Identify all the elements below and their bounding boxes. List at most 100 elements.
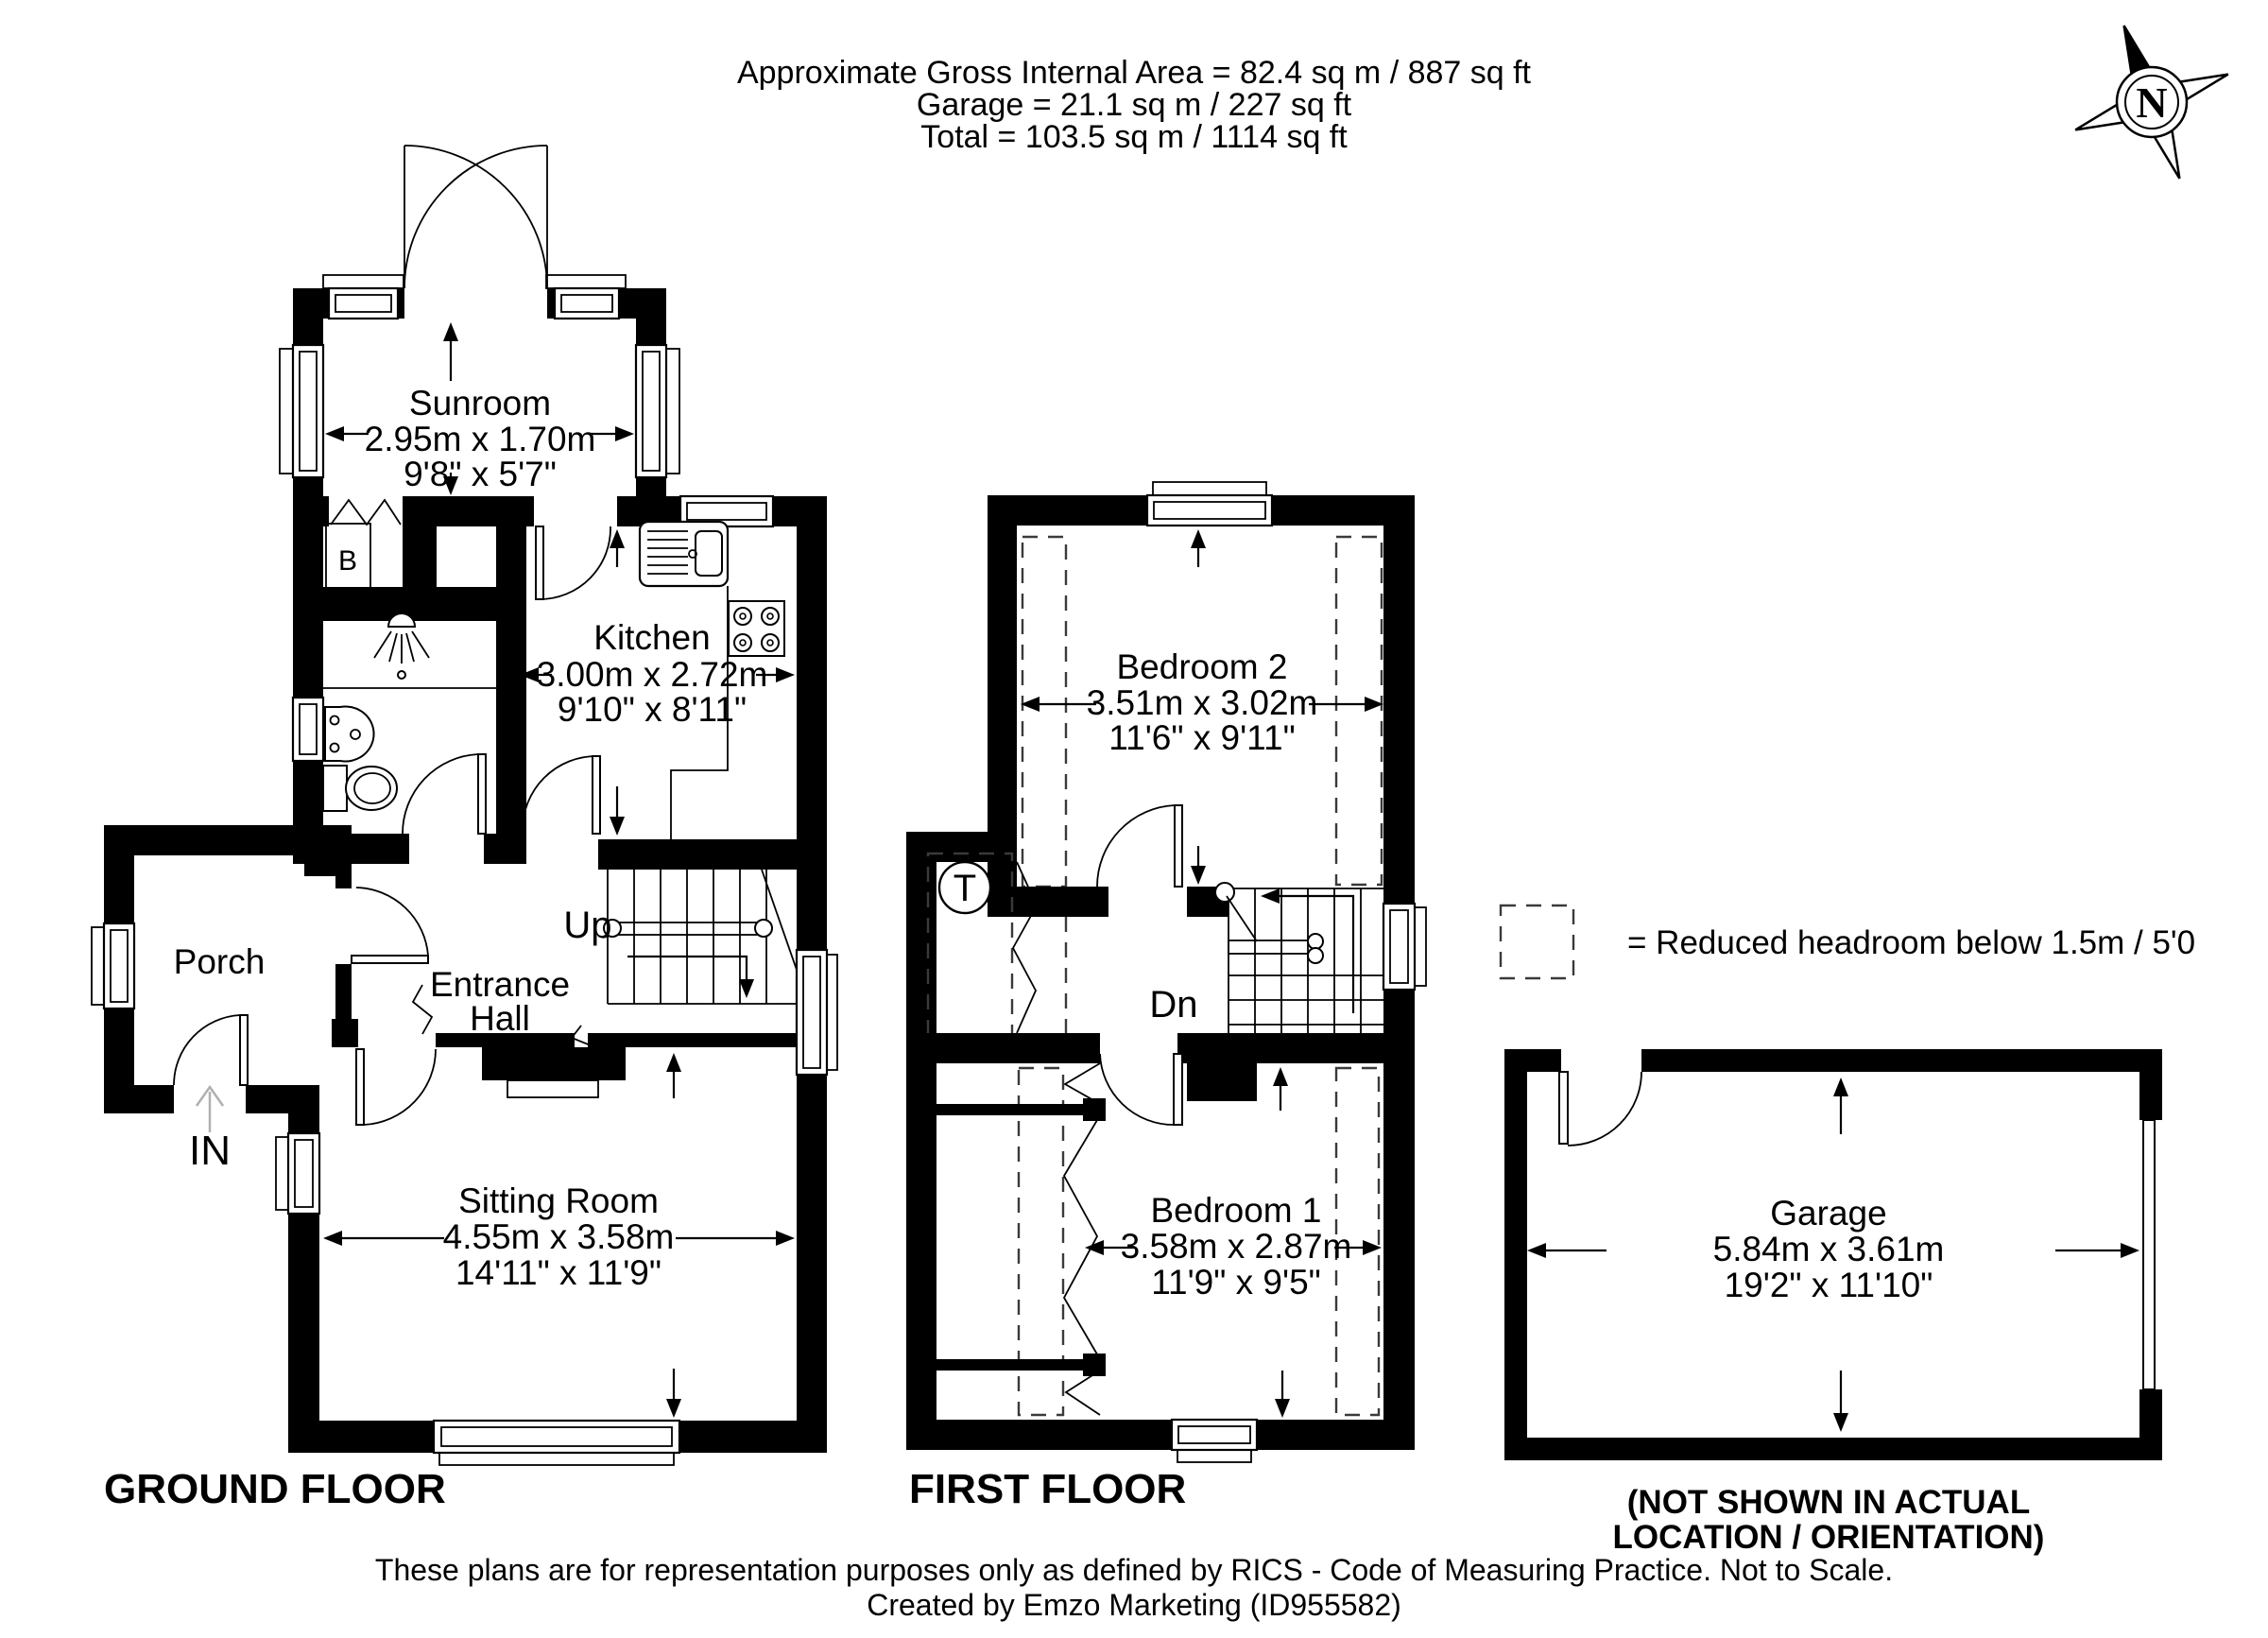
garage-note-line2: LOCATION / ORIENTATION) — [1613, 1519, 2045, 1556]
window-sill — [665, 348, 680, 474]
sunroom-metric: 2.95m x 1.70m — [365, 420, 596, 458]
wall — [936, 1104, 1100, 1115]
tank-circle — [937, 860, 992, 915]
window — [432, 1419, 681, 1455]
wall — [936, 1359, 1100, 1371]
window-sill — [1177, 1449, 1252, 1463]
window-sill — [1152, 481, 1267, 496]
first-floor-title: FIRST FLOOR — [909, 1466, 1186, 1512]
wall — [1083, 1098, 1106, 1121]
door-leaf — [351, 955, 429, 964]
kitchen-metric: 3.00m x 2.72m — [537, 655, 768, 694]
ground-floor-plan: Sunroom 2.95m x 1.70m 9'8" x 5'7" — [91, 145, 838, 1512]
boiler-box — [325, 523, 371, 596]
wall — [679, 1421, 827, 1453]
footer-line-2: Created by Emzo Marketing (ID955582) — [867, 1588, 1401, 1622]
wall — [304, 855, 352, 876]
bifold-door — [330, 498, 402, 526]
legend-swatch — [1499, 904, 1575, 980]
door-leaf — [1174, 804, 1183, 888]
reduced-headroom-area — [1021, 535, 1068, 888]
window — [102, 922, 136, 1010]
door-arc — [522, 755, 597, 831]
door-leaf — [239, 1014, 249, 1086]
door-arc — [173, 1014, 241, 1086]
garage-plan: Garage 5.84m x 3.61m 19'2" x 11'10" (NOT… — [1504, 1049, 2162, 1556]
legend: = Reduced headroom below 1.5m / 5'0 — [1499, 904, 2195, 980]
counter-edge — [670, 586, 729, 839]
window-sill — [91, 926, 105, 1006]
wall — [335, 964, 352, 1019]
kitchen-name: Kitchen — [593, 618, 710, 657]
wardrobe-door — [1064, 1370, 1101, 1416]
door-arc — [404, 145, 548, 289]
wall — [1187, 1063, 1257, 1101]
wall — [1083, 1354, 1106, 1376]
stairs-first — [1214, 882, 1383, 1033]
wall — [293, 496, 329, 526]
window — [327, 286, 400, 320]
wall — [104, 1085, 174, 1113]
window-sill — [438, 1452, 675, 1466]
wall — [906, 832, 936, 1063]
wall — [547, 288, 555, 319]
window — [1145, 493, 1274, 527]
wall — [288, 1085, 319, 1133]
ground-floor-title: GROUND FLOOR — [104, 1466, 446, 1512]
wall — [797, 1075, 827, 1421]
reduced-headroom-area — [1017, 1066, 1065, 1417]
header-line-2: Garage = 21.1 sq m / 227 sq ft — [917, 87, 1352, 123]
compass-north-label: N — [2136, 78, 2167, 127]
window — [553, 286, 621, 320]
door-leaf — [355, 1048, 365, 1126]
wall — [288, 1214, 319, 1421]
wall — [2139, 1049, 2162, 1120]
bedroom1-imperial: 11'9" x 9'5" — [1151, 1263, 1321, 1302]
door-arc — [355, 887, 429, 957]
garage-door — [2142, 1119, 2156, 1390]
wall — [1504, 1049, 1527, 1460]
door-arc — [402, 753, 479, 835]
wall — [797, 496, 827, 950]
wall — [104, 855, 134, 923]
wall — [293, 288, 329, 319]
door-arc — [539, 526, 611, 600]
wall — [398, 288, 404, 319]
door-arc — [1096, 804, 1176, 888]
door-arc — [404, 145, 548, 289]
wall — [288, 1421, 434, 1453]
wardrobe-door — [1063, 1062, 1101, 1105]
sitting-room-imperial: 14'11" x 11'9" — [455, 1253, 662, 1292]
door-arc — [1567, 1071, 1642, 1147]
sink-icon — [638, 520, 730, 588]
tank-label: T — [954, 868, 976, 909]
compass-inner-circle — [2124, 75, 2179, 129]
entry-arrow — [195, 1084, 225, 1132]
garage-metric: 5.84m x 3.61m — [1713, 1230, 1945, 1268]
basin-icon — [324, 705, 375, 763]
window-sill — [275, 1136, 289, 1211]
sitting-room-metric: 4.55m x 3.58m — [443, 1217, 675, 1256]
door-leaf — [1173, 1053, 1183, 1126]
wall — [588, 1033, 797, 1047]
wall — [1641, 1049, 2139, 1072]
header: Approximate Gross Internal Area = 82.4 s… — [737, 55, 1532, 155]
porch-name: Porch — [174, 942, 266, 981]
shower-icon — [373, 612, 430, 680]
wall — [906, 1033, 1100, 1063]
wall — [332, 1019, 358, 1047]
wall — [335, 876, 352, 888]
garage-note-line1: (NOT SHOWN IN ACTUAL — [1627, 1484, 2030, 1521]
down-label: Dn — [1149, 984, 1197, 1026]
window-sill — [279, 348, 294, 474]
window-sill — [1414, 906, 1427, 987]
wall — [436, 1033, 575, 1047]
stairs-ground — [603, 869, 798, 1005]
wall — [104, 825, 352, 855]
bedroom2-metric: 3.51m x 3.02m — [1087, 683, 1318, 722]
window-sill — [545, 274, 627, 289]
window-sill — [322, 274, 404, 289]
up-label: Up — [563, 905, 611, 946]
wall — [1257, 1420, 1415, 1450]
